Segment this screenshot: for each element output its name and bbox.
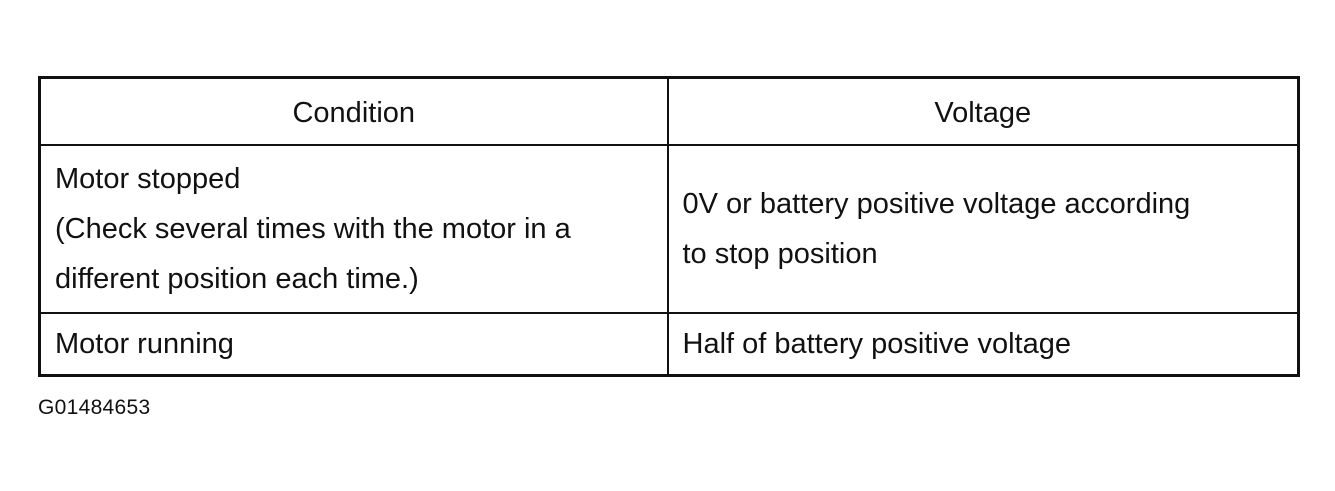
condition-note: (Check several times with the motor in a	[55, 213, 571, 245]
condition-cell: Motor running	[38, 312, 669, 377]
figure-code: G01484653	[38, 396, 151, 419]
header-condition: Condition	[38, 76, 669, 146]
table-header-row: Condition Voltage	[38, 76, 1300, 146]
condition-note: different position each time.)	[55, 263, 419, 295]
table-row: Motor running Half of battery positive v…	[38, 312, 1300, 377]
voltage-text: 0V or battery positive voltage according	[682, 188, 1191, 220]
voltage-cell: Half of battery positive voltage	[666, 312, 1300, 377]
voltage-text: to stop position	[682, 238, 878, 270]
condition-voltage-table: Condition Voltage Motor stopped (Check s…	[38, 76, 1300, 377]
voltage-text: Half of battery positive voltage	[682, 328, 1071, 360]
condition-text: Motor stopped	[55, 163, 241, 195]
condition-text: Motor running	[55, 328, 234, 360]
condition-cell: Motor stopped (Check several times with …	[38, 144, 669, 314]
table-row: Motor stopped (Check several times with …	[38, 144, 1300, 314]
voltage-cell: 0V or battery positive voltage according…	[666, 144, 1300, 314]
header-voltage: Voltage	[666, 76, 1300, 146]
